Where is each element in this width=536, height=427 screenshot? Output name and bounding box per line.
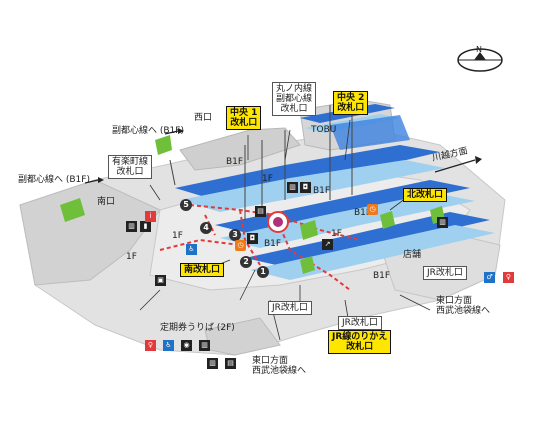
wheelchair-icon: ♿ bbox=[186, 244, 197, 255]
ticket-icon: ◘ bbox=[247, 233, 258, 244]
toilet-male-icon: ♂ bbox=[484, 272, 495, 283]
gate-yurakucho: 有楽町線 改札口 bbox=[108, 155, 153, 179]
floor-b1f-a: B1F bbox=[226, 157, 244, 167]
label-tobu: TOBU bbox=[311, 125, 337, 135]
label-nanguchi: 南口 bbox=[97, 197, 116, 207]
floor-1f-a: 1F bbox=[262, 174, 273, 184]
exit-number: 3 bbox=[229, 229, 241, 241]
floor-b1f-d: B1F bbox=[264, 239, 282, 249]
ticket-icon: ◘ bbox=[300, 182, 311, 193]
exit-number: 1 bbox=[257, 266, 269, 278]
wheelchair-icon: ♿ bbox=[163, 340, 174, 351]
label-higashiguchi-bottom: 東口方面 西武池袋線へ bbox=[252, 356, 307, 376]
exit-number: 4 bbox=[200, 222, 212, 234]
label-tenpo: 店舗 bbox=[403, 250, 422, 260]
toilet-icon: ♀ bbox=[145, 340, 156, 351]
gate-chuo1: 中央 1 改札口 bbox=[226, 106, 262, 130]
atm-icon: ▤ bbox=[255, 206, 266, 217]
floor-b1f-b: B1F bbox=[313, 186, 331, 196]
locker-icon: ▥ bbox=[287, 182, 298, 193]
atm-icon: ▤ bbox=[225, 358, 236, 369]
toilet-female-icon: ♀ bbox=[503, 272, 514, 283]
label-nishiguchi: 西口 bbox=[194, 113, 213, 123]
floor-1f-b: 1F bbox=[126, 252, 137, 262]
info-icon: i bbox=[145, 211, 156, 222]
clock-icon: ◷ bbox=[367, 204, 378, 215]
stairs-icon bbox=[60, 135, 445, 274]
clock-icon: ◷ bbox=[235, 240, 246, 251]
compass-icon: N bbox=[457, 45, 503, 72]
floor-b1f-e: B1F bbox=[373, 271, 391, 281]
gate-kita: 北改札口 bbox=[403, 188, 448, 202]
floor-b1f-c: B1F bbox=[354, 208, 372, 218]
label-fukutoshin-2: 副都心線へ (B1F) bbox=[18, 175, 90, 185]
label-higashiguchi-top: 東口方面 西武池袋線へ bbox=[436, 296, 491, 316]
gate-jr-norikae: JR線のりかえ 改札口 bbox=[328, 330, 392, 354]
shop-icon: ▣ bbox=[155, 275, 166, 286]
escalator-icon: ↗ bbox=[322, 239, 333, 250]
floor-1f-d: 1F bbox=[331, 229, 342, 239]
coin-locker-icon: ▥ bbox=[126, 221, 137, 232]
coin-locker-icon: ▥ bbox=[207, 358, 218, 369]
gate-chuo2: 中央 2 改札口 bbox=[333, 91, 369, 115]
baby-icon: ◉ bbox=[181, 340, 192, 351]
gate-jr-3: JR改札口 bbox=[338, 316, 382, 330]
gate-jr-1: JR改札口 bbox=[423, 266, 467, 280]
locker-icon: ▥ bbox=[199, 340, 210, 351]
direction-arrow-icon bbox=[84, 128, 482, 184]
floor-1f-c: 1F bbox=[172, 231, 183, 241]
exit-number: 5 bbox=[180, 199, 192, 211]
compass-letter: N bbox=[476, 45, 482, 54]
coin-locker-icon: ▥ bbox=[437, 217, 448, 228]
label-fukutoshin-1: 副都心線へ (B1F) bbox=[112, 126, 184, 136]
current-location-icon bbox=[267, 211, 289, 233]
label-teikiken: 定期券うりば (2F) bbox=[160, 323, 235, 333]
elevator-icon: ▮ bbox=[140, 221, 151, 232]
exit-number: 2 bbox=[240, 256, 252, 268]
gate-minami: 南改札口 bbox=[180, 263, 225, 277]
gate-marunouchi: 丸ノ内線 副都心線 改札口 bbox=[272, 82, 317, 116]
pillar-lines bbox=[169, 105, 353, 220]
gate-jr-2: JR改札口 bbox=[268, 301, 312, 315]
